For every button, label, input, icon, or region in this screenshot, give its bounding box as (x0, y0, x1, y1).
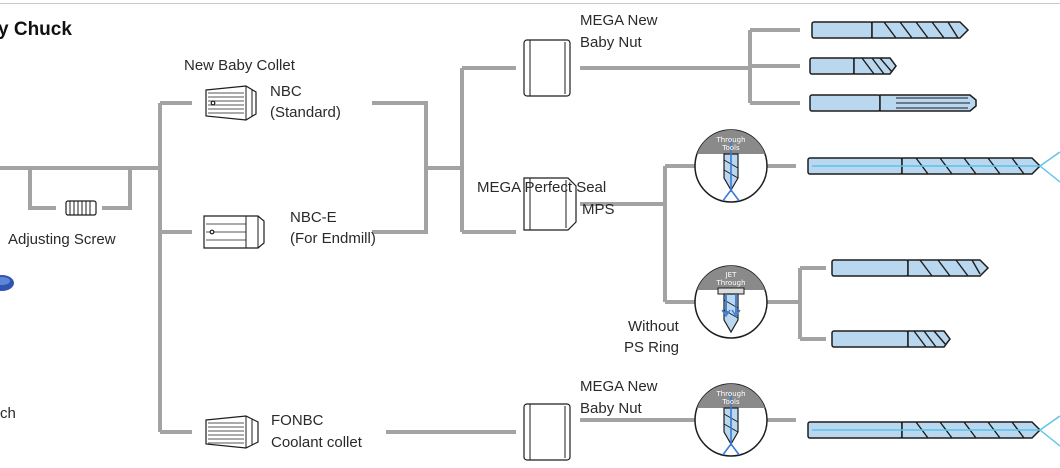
badge-through-text-1: Through (715, 136, 745, 144)
badge-tools-text-2: Tools (721, 398, 740, 406)
coolant-drill-tool-1 (807, 151, 1060, 183)
nut-bottom-label-1: MEGA New (580, 378, 658, 395)
coolant-drill-tool-2 (807, 415, 1060, 447)
connector-lines (0, 28, 826, 434)
fonbc-collet-part (205, 415, 259, 449)
without-label-2: PS Ring (624, 339, 680, 356)
badge-through-text-3: Through (715, 390, 745, 398)
through-tools-inset-1: Through Tools (694, 129, 768, 203)
through-tools-inset-2: Through Tools (694, 383, 768, 457)
jet-through-inset: JET Through (694, 265, 768, 339)
drill-tool-jet-2 (831, 330, 951, 348)
nbce-sub-label: (For Endmill) (290, 230, 376, 247)
nut-top-label-1: MEGA New (580, 12, 658, 29)
adjusting-screw-part (65, 200, 97, 216)
nbc-name-label: NBC (270, 83, 302, 100)
left-fragment-label: ch (0, 405, 16, 422)
mps-label-1: MEGA Perfect Seal (477, 179, 607, 196)
new-baby-collet-label: New Baby Collet (184, 57, 295, 74)
fonbc-name-label: FONBC (271, 412, 324, 429)
badge-jet-text: JET (725, 271, 737, 279)
mps-label-2: MPS (582, 201, 615, 218)
nbc-sub-label: (Standard) (270, 104, 341, 121)
mps-part (523, 177, 577, 231)
drill-tool-top-1 (811, 21, 970, 39)
badge-tools-text-1: Tools (721, 144, 740, 152)
drill-tool-top-2 (809, 57, 897, 75)
nbc-collet-part (205, 85, 257, 121)
without-label-1: Without (628, 318, 679, 335)
adjusting-screw-label: Adjusting Screw (8, 231, 116, 248)
top-divider (0, 3, 1060, 4)
drill-tool-jet-1 (831, 259, 990, 277)
page-title: y Chuck (0, 19, 72, 40)
reamer-tool-top-3 (809, 94, 977, 112)
fonbc-sub-label: Coolant collet (271, 434, 362, 451)
badge-through-text-2: Through (715, 279, 745, 287)
mega-new-baby-nut-top-part (523, 39, 571, 97)
holder-fragment-image (0, 275, 14, 291)
mega-new-baby-nut-bottom-part (523, 403, 571, 461)
nut-top-label-2: Baby Nut (580, 34, 642, 51)
nut-bottom-label-2: Baby Nut (580, 400, 642, 417)
nbce-collet-part (203, 215, 265, 249)
nbce-name-label: NBC-E (290, 209, 337, 226)
